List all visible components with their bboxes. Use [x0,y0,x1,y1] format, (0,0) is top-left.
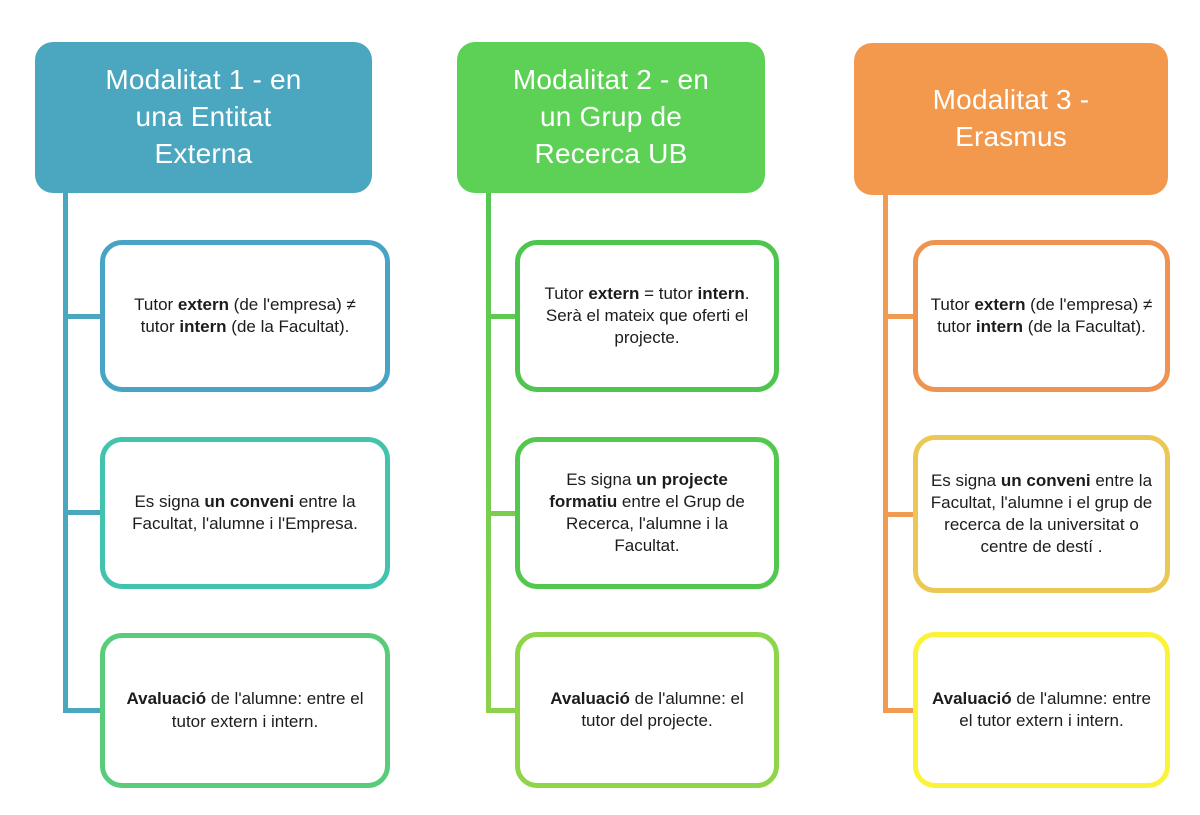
bold-text-segment: un conveni [1000,470,1091,490]
connector-vertical-line [883,195,888,713]
info-box-conveni: Es signa un conveni entre la Facultat, l… [913,435,1170,593]
text-segment: entre la Facultat, l'alumne i el grup de… [930,470,1153,557]
connector-branch [883,708,916,713]
text-segment: (de la Facultat). [1023,317,1146,336]
box-text: Tutor extern (de l'empresa) ≠ tutor inte… [930,294,1153,338]
bold-text-segment: un projecte formatiu [549,469,728,511]
info-box-tutors: Tutor extern (de l'empresa) ≠ tutor inte… [913,240,1170,392]
box-text: Avaluació de l'alumne: el tutor del proj… [532,688,762,732]
bold-text-segment: Avaluació [126,689,207,709]
text-segment: . Serà el mateix que oferti el projecte. [545,283,750,348]
connector-branch [486,511,518,516]
info-box-conveni: Es signa un conveni entre la Facultat, l… [100,437,390,589]
header-modalitat-1: Modalitat 1 - en una Entitat Externa [35,42,372,193]
bold-text-segment: intern [697,283,745,303]
connector-branch [883,512,916,517]
box-text: Avaluació de l'alumne: entre el tutor ex… [117,688,373,732]
bold-text-segment: Avaluació [931,688,1012,708]
box-text: Es signa un conveni entre la Facultat, l… [930,470,1153,558]
info-box-projecte: Es signa un projecte formatiu entre el G… [515,437,779,589]
header-modalitat-2: Modalitat 2 - en un Grup de Recerca UB [457,42,765,193]
text-segment: Es signa [134,491,205,511]
text-segment: = tutor [639,283,698,303]
bold-text-segment: extern [588,283,640,303]
bold-text-segment: un conveni [204,491,295,511]
connector-vertical-line [486,193,491,713]
box-text: Es signa un conveni entre la Facultat, l… [117,491,373,535]
box-text: Tutor extern (de l'empresa) ≠ tutor inte… [117,294,373,338]
bold-text-segment: intern [179,317,227,336]
info-box-avaluacio: Avaluació de l'alumne: el tutor del proj… [515,632,779,788]
text-segment: de l'alumne: el tutor del projecte. [581,688,744,730]
connector-branch [486,314,518,319]
connector-branch [63,510,103,515]
header-title-line: una Entitat [135,101,272,133]
connector-branch [63,708,103,713]
bold-text-segment: extern [974,294,1026,314]
info-box-tutors: Tutor extern = tutor intern. Serà el mat… [515,240,779,392]
header-title-line: Modalitat 2 - en [512,64,710,96]
text-segment: (de l'empresa) ≠ tutor [937,294,1153,336]
info-box-avaluacio: Avaluació de l'alumne: entre el tutor ex… [100,633,390,788]
bold-text-segment: intern [975,317,1024,336]
header-title-line: Modalitat 3 - [932,84,1090,116]
text-segment: (de l'empresa) ≠ tutor [140,294,356,336]
text-segment: Tutor [134,294,178,314]
text-segment: Es signa [930,470,1001,490]
header-modalitat-3: Modalitat 3 - Erasmus [854,43,1168,195]
header-title-line: Recerca UB [534,137,688,169]
header-title-line: un Grup de [539,101,683,133]
text-segment: entre la Facultat, l'alumne i l'Empresa. [132,491,358,533]
text-segment: entre el Grup de Recerca, l'alumne i la … [566,491,745,556]
box-text: Avaluació de l'alumne: entre el tutor ex… [930,688,1153,732]
box-text: Tutor extern = tutor intern. Serà el mat… [532,283,762,349]
text-segment: de l'alumne: entre el tutor extern i int… [959,688,1152,730]
bold-text-segment: Avaluació [550,688,630,708]
header-title-line: Modalitat 1 - en [105,64,302,96]
connector-branch [883,314,916,319]
connector-vertical-line [63,193,68,713]
text-segment: Tutor [930,294,975,314]
text-segment: Es signa [566,469,637,489]
connector-branch [63,314,103,319]
header-title-line: Erasmus [955,121,1067,152]
box-text: Es signa un projecte formatiu entre el G… [532,469,762,557]
header-title-line: Externa [154,137,253,169]
text-segment: de l'alumne: entre el tutor extern i int… [171,689,364,731]
bold-text-segment: extern [177,294,229,314]
info-box-avaluacio: Avaluació de l'alumne: entre el tutor ex… [913,632,1170,788]
connector-branch [486,708,518,713]
text-segment: Tutor [544,283,589,303]
text-segment: (de la Facultat). [226,317,350,336]
info-box-tutors: Tutor extern (de l'empresa) ≠ tutor inte… [100,240,390,392]
